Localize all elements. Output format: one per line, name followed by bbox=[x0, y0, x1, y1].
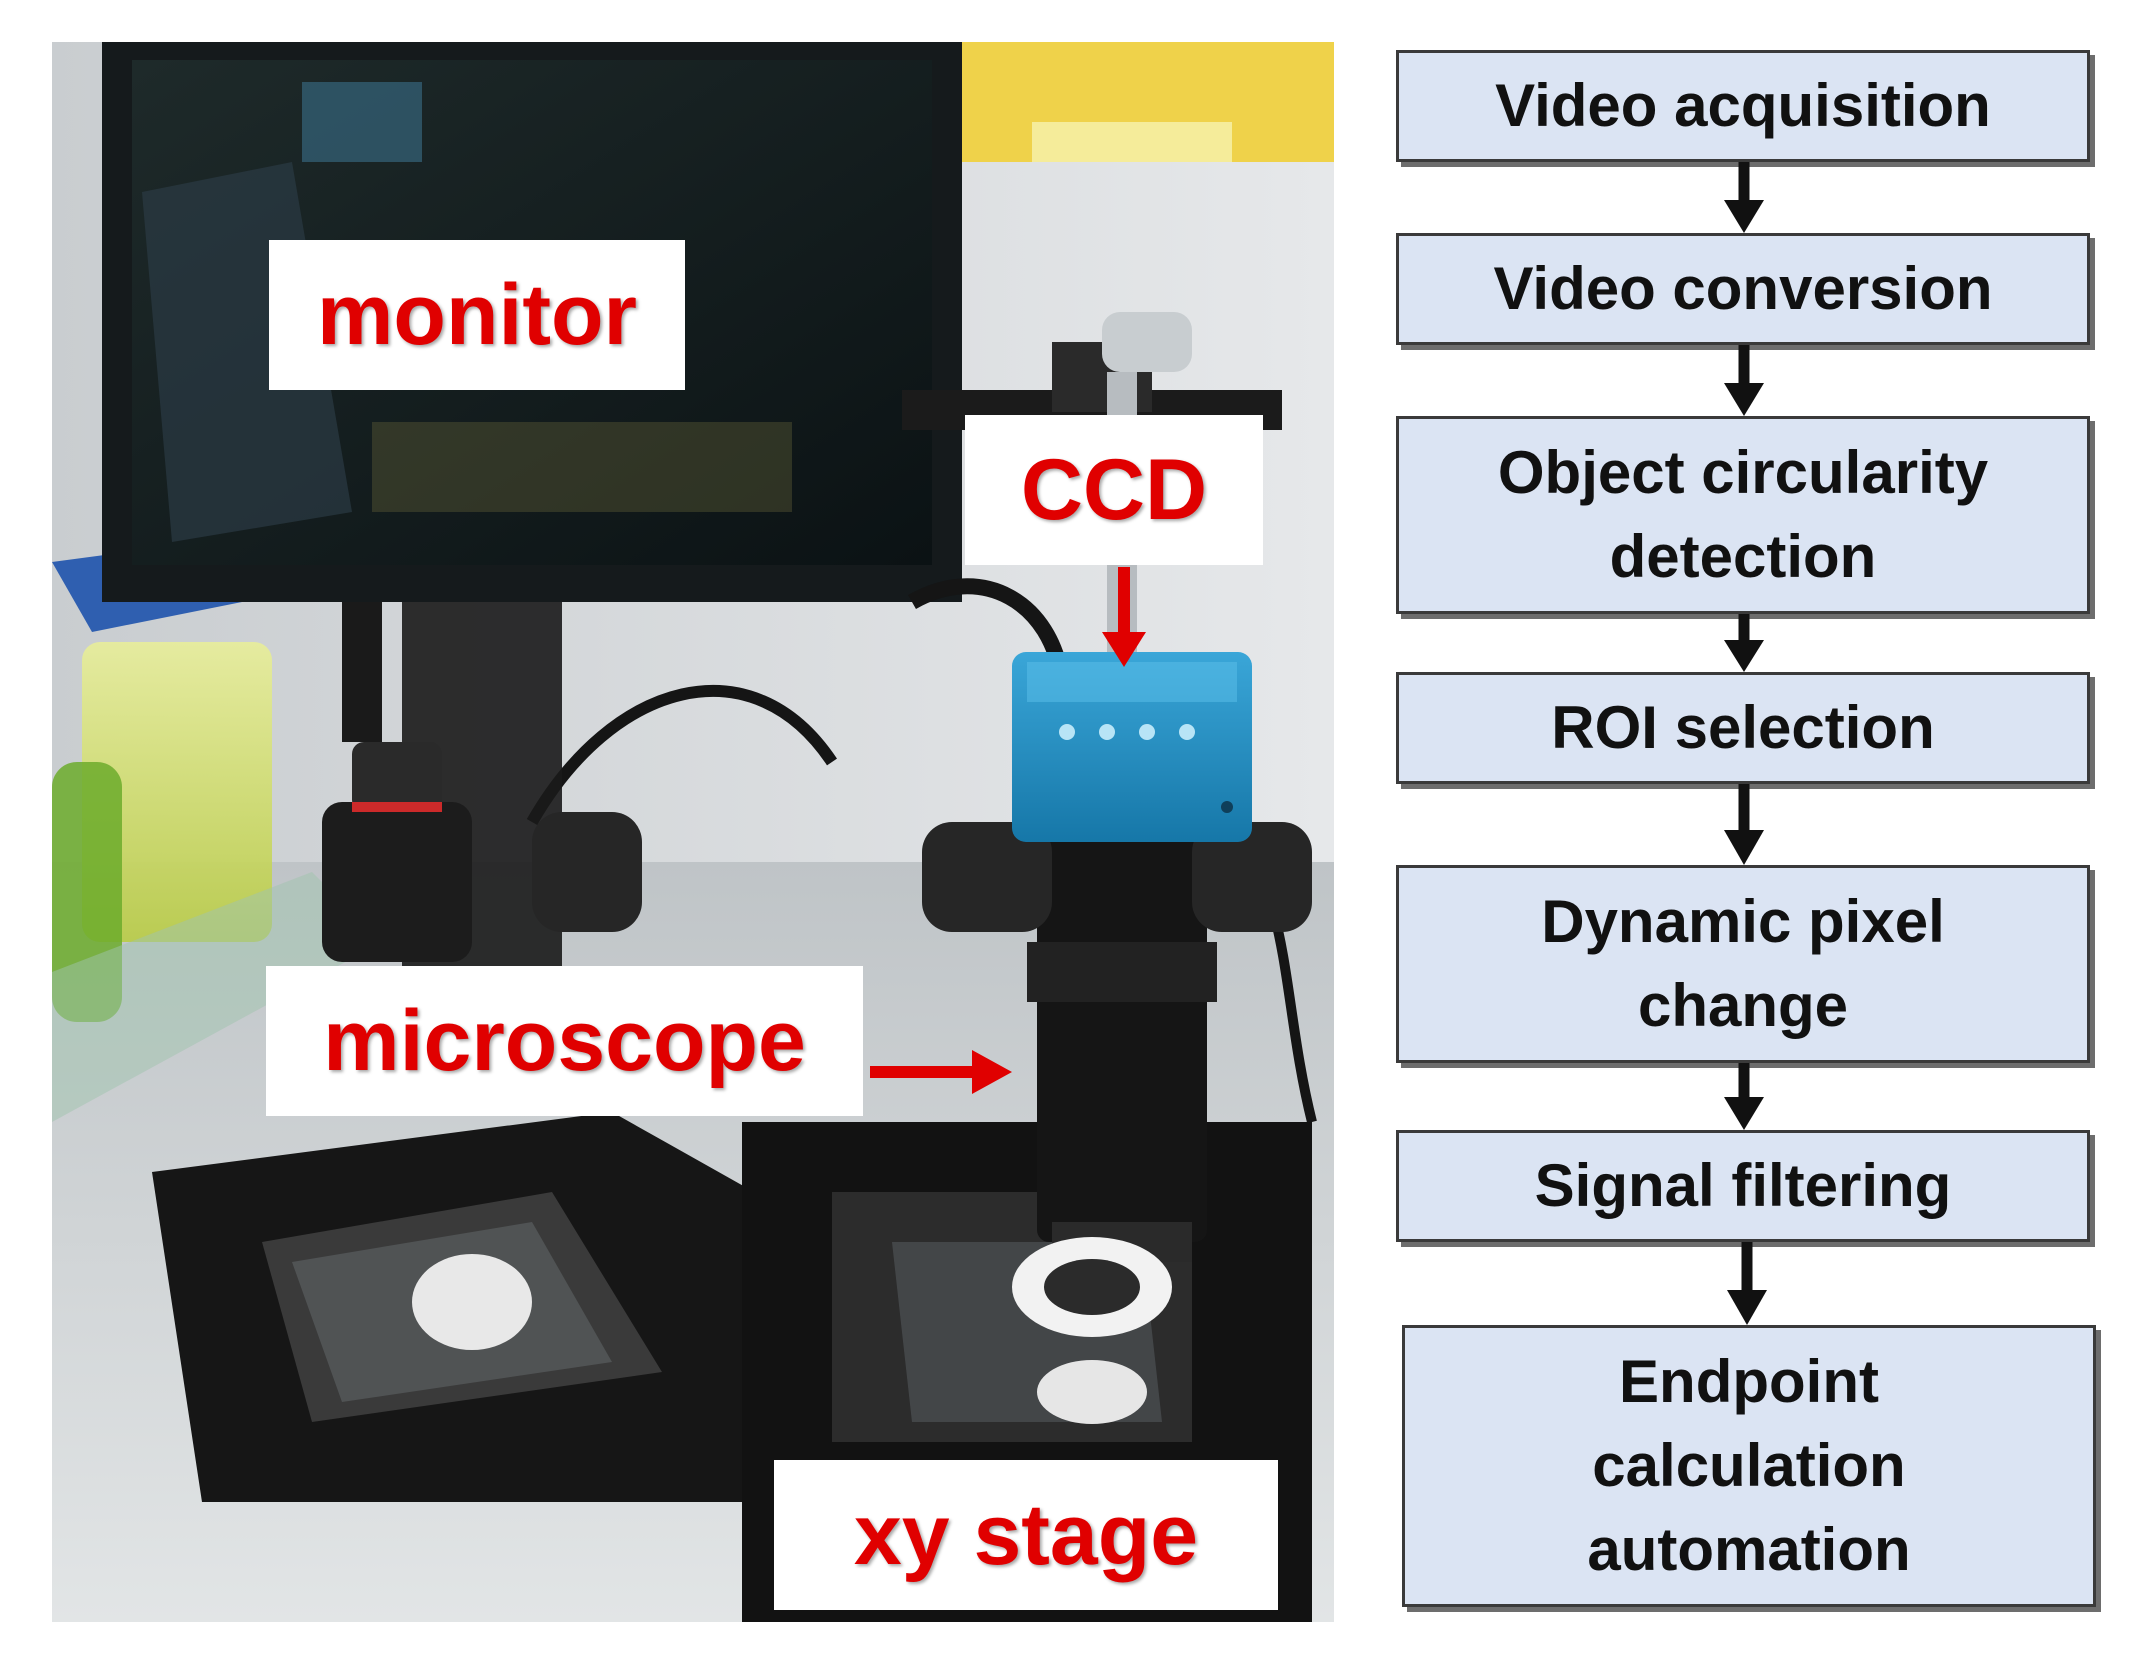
xy-stage-label: xy stage bbox=[774, 1460, 1278, 1610]
microscope-arrow-head bbox=[972, 1050, 1012, 1094]
lower-light-disc bbox=[1037, 1360, 1147, 1424]
flow-arrow-1 bbox=[1724, 162, 1764, 233]
flow-step-text: Video conversion bbox=[1493, 255, 1993, 322]
glass-shelf bbox=[52, 872, 382, 1122]
flow-step-text: Object circularity detection bbox=[1497, 439, 1989, 590]
xy-stage-label-text: xy stage bbox=[853, 1486, 1199, 1583]
left-eyepiece bbox=[322, 802, 472, 962]
flow-step-text: Endpoint calculation automation bbox=[1587, 1348, 1911, 1583]
photo-scene bbox=[52, 42, 1334, 1622]
right-focus-knob-right bbox=[1192, 822, 1312, 932]
microscope-label: microscope bbox=[266, 966, 863, 1116]
flow-step-dynamic-pixel-change: Dynamic pixel change bbox=[1396, 865, 2090, 1063]
microscope-label-text: microscope bbox=[323, 992, 806, 1089]
microscope-collar bbox=[1027, 942, 1217, 1002]
ccd-button-2 bbox=[1099, 724, 1115, 740]
flow-step-signal-filtering: Signal filtering bbox=[1396, 1130, 2090, 1242]
flow-step-text: Dynamic pixel change bbox=[1541, 888, 1945, 1039]
flow-arrow-6 bbox=[1727, 1242, 1767, 1325]
red-ring bbox=[352, 802, 442, 812]
left-eyepiece-cap bbox=[352, 742, 442, 812]
monitor-stand bbox=[342, 602, 382, 742]
flow-arrow-2 bbox=[1724, 345, 1764, 416]
left-focus-knob bbox=[532, 812, 642, 932]
flow-arrow-5 bbox=[1724, 1063, 1764, 1130]
ring-light-hole bbox=[1044, 1259, 1140, 1315]
ccd-arrow-head bbox=[1102, 632, 1146, 667]
screen-reflection-2 bbox=[302, 82, 422, 162]
chrome-knob bbox=[1102, 312, 1192, 372]
flow-step-text: ROI selection bbox=[1551, 694, 1935, 761]
flow-step-text: Signal filtering bbox=[1534, 1152, 1952, 1219]
flow-step-roi-selection: ROI selection bbox=[1396, 672, 2090, 784]
flow-step-video-acquisition: Video acquisition bbox=[1396, 50, 2090, 162]
monitor-label: monitor bbox=[269, 240, 685, 390]
cable-2 bbox=[526, 684, 837, 825]
monitor-label-text: monitor bbox=[316, 266, 638, 363]
ccd-label-text: CCD bbox=[1020, 441, 1208, 538]
flow-arrow-3 bbox=[1724, 614, 1764, 672]
flow-step-object-circularity-detection: Object circularity detection bbox=[1396, 416, 2090, 614]
ccd-button-1 bbox=[1059, 724, 1075, 740]
flow-step-endpoint-calculation-automation: Endpoint calculation automation bbox=[1402, 1325, 2096, 1607]
lab-setup-photo: monitor CCD microscope xy stage bbox=[52, 42, 1334, 1622]
flow-arrow-4 bbox=[1724, 784, 1764, 865]
right-focus-knob-left bbox=[922, 822, 1052, 932]
microscope-tube bbox=[1037, 832, 1207, 1242]
left-light-disc bbox=[412, 1254, 532, 1350]
ccd-led bbox=[1221, 801, 1233, 813]
sign-label bbox=[1032, 122, 1232, 162]
ccd-button-4 bbox=[1179, 724, 1195, 740]
flow-step-text: Video acquisition bbox=[1495, 72, 1991, 139]
ccd-button-3 bbox=[1139, 724, 1155, 740]
ccd-label: CCD bbox=[965, 415, 1263, 565]
ccd-top-face bbox=[1027, 662, 1237, 702]
screen-reflection-3 bbox=[372, 422, 792, 512]
flow-step-video-conversion: Video conversion bbox=[1396, 233, 2090, 345]
liquid-jar bbox=[82, 642, 272, 942]
